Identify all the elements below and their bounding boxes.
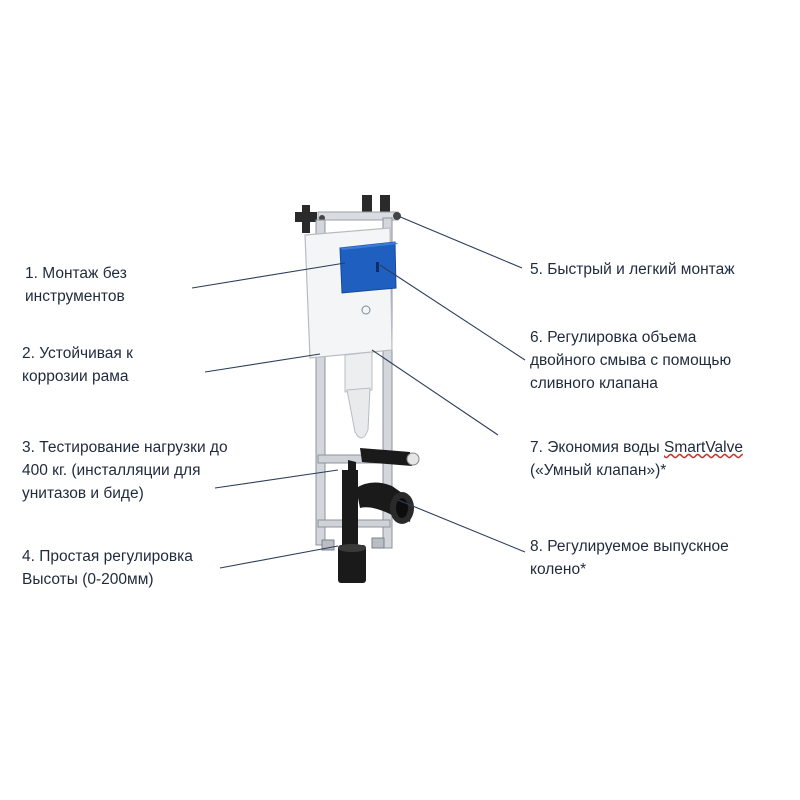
leader-line-1 [191, 262, 346, 289]
label-5-line-1: 5. Быстрый и легкий монтаж [530, 261, 735, 278]
label-6-line-2: двойного смыва с помощью [530, 352, 732, 369]
leader-line-6 [379, 264, 526, 361]
label-3-load-testing: 3. Тестирование нагрузки до 400 кг. (инс… [22, 436, 228, 505]
label-5-quick-installation: 5. Быстрый и легкий монтаж [530, 258, 735, 281]
label-6-dual-flush-adjustment: 6. Регулировка объема двойного смыва с п… [530, 326, 731, 395]
label-8-adjustable-outlet-bend: 8. Регулируемое выпускное колено* [530, 535, 729, 581]
label-1-tool-free-mounting: 1. Монтаж без инструментов [25, 262, 127, 308]
leader-line-3 [214, 469, 339, 489]
label-4-line-1: 4. Простая регулировка [22, 548, 193, 565]
flush-button-plate [339, 241, 398, 294]
label-6-line-3: сливного клапана [530, 375, 658, 392]
label-1-line-2: инструментов [25, 288, 125, 305]
label-7-line-1-text: 7. Экономия воды [530, 439, 664, 456]
label-2-line-2: коррозии рама [22, 368, 129, 385]
label-3-line-3: унитазов и биде) [22, 485, 144, 502]
leader-lines [191, 215, 526, 569]
leader-line-4 [219, 545, 339, 569]
label-1-line-1: 1. Монтаж без [25, 265, 127, 282]
label-2-corrosion-resistant-frame: 2. Устойчивая к коррозии рама [22, 342, 133, 388]
label-8-line-1: 8. Регулируемое выпускное [530, 538, 729, 555]
label-7-line-1: 7. Экономия воды SmartValve [530, 436, 743, 459]
label-8-line-2: колено* [530, 561, 587, 578]
waste-pipes [338, 448, 420, 583]
label-3-line-1: 3. Тестирование нагрузки до [22, 439, 228, 456]
label-4-line-2: Высоты (0-200мм) [22, 571, 154, 588]
label-3-line-2: 400 кг. (инсталляции для [22, 462, 201, 479]
label-4-height-adjustment: 4. Простая регулировка Высоты (0-200мм) [22, 545, 193, 591]
label-2-line-1: 2. Устойчивая к [22, 345, 133, 362]
label-7-line-2: («Умный клапан»)* [530, 462, 667, 479]
leader-line-7 [371, 349, 499, 436]
leader-line-2 [204, 353, 321, 373]
leader-line-5 [397, 215, 523, 269]
leader-line-8 [397, 499, 526, 553]
smartvalve-brand: SmartValve [663, 439, 743, 456]
label-7-water-saving: 7. Экономия воды SmartValve («Умный клап… [530, 436, 743, 482]
label-6-line-1: 6. Регулировка объема [530, 329, 697, 346]
